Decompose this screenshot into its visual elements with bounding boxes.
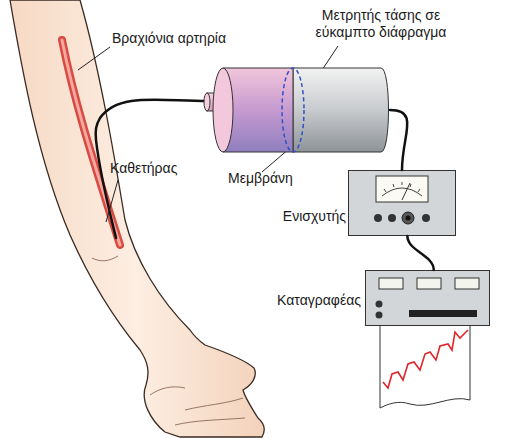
leader-line [78,47,110,70]
device-label: Μετρητής τάσης σε εύκαμπτο διάφραγμα [293,7,469,41]
part-label: Καθετήρας [110,160,210,177]
amplifier-box: Ενισχυτής [348,170,456,236]
device-label: Καταγραφέας [265,292,361,309]
signal-cable [407,236,433,270]
recorder-box-shape [365,270,490,326]
device-label: Ενισχυτής [276,208,346,225]
finger-lines [150,387,245,425]
leader-line [322,46,338,70]
part-label: Μεμβράνη [228,170,318,187]
leader-line [106,180,118,222]
signal-cable [390,110,407,170]
elbow-crease [92,256,118,261]
arm [10,0,264,437]
chart-paper [380,320,470,408]
recorder-box: Καταγραφέας [365,270,490,326]
pressure-trace [383,330,468,388]
pressure-transducer-shape [205,65,390,155]
part-label: Βραχιόνια αρτηρία [112,30,252,47]
amplifier-box-shape [348,170,456,236]
pressure-transducer: Μετρητής τάσης σε εύκαμπτο διάφραγμα [205,65,390,155]
